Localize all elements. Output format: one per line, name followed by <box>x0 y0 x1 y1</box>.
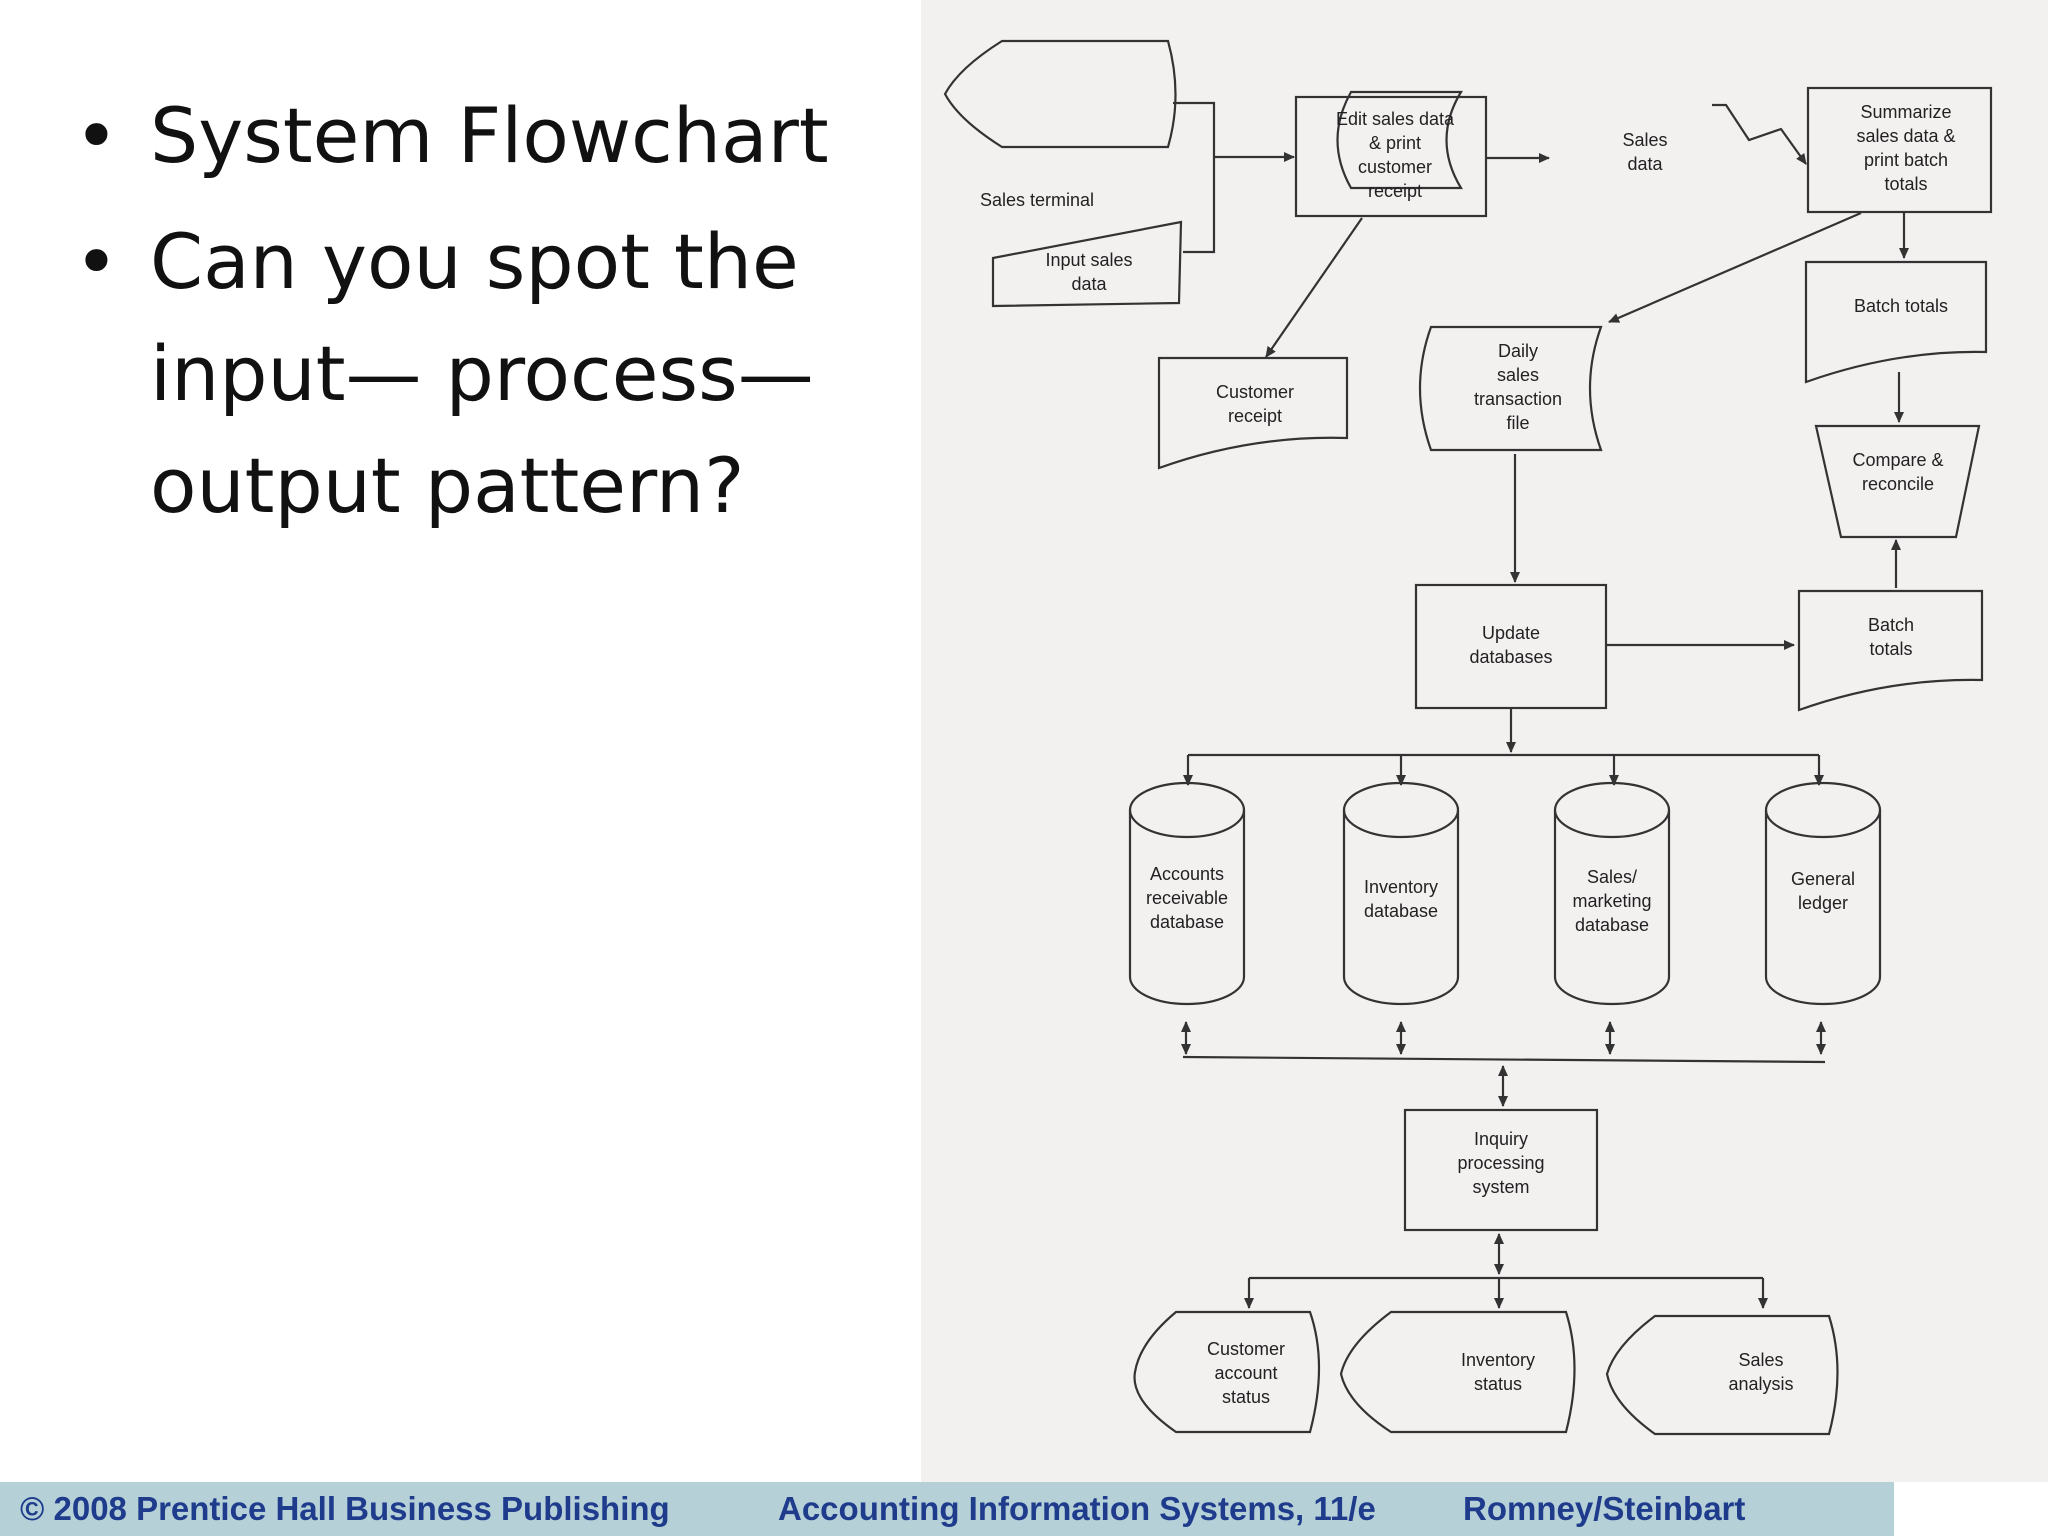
bullet-dot: • <box>74 217 119 306</box>
bullet-dot: • <box>74 91 119 180</box>
input-sales-data-shape <box>991 220 1183 308</box>
bullet-text: System Flowchart <box>150 91 829 180</box>
inventory-status-display <box>1339 1310 1576 1434</box>
batch-totals-doc-right <box>1797 589 1984 712</box>
sales-data-storage <box>1336 90 1463 190</box>
label-batch-totals-top: Batch totals <box>1854 296 1948 316</box>
footer-copyright: © 2008 Prentice Hall Business Publishing <box>20 1490 670 1527</box>
batch-totals-doc-top <box>1804 260 1988 384</box>
edit-sales-process <box>1294 95 1488 218</box>
customer-receipt-doc <box>1157 356 1349 470</box>
footer-authors: Romney/Steinbart <box>1463 1490 1746 1527</box>
footer-bar: © 2008 Prentice Hall Business Publishing… <box>0 1482 1894 1536</box>
flow-connectors <box>1173 101 1909 1309</box>
footer-right-blank <box>1894 1482 2048 1536</box>
label-sales-terminal: Sales terminal <box>980 190 1094 210</box>
bullet-text: Can you spot the input— process— output … <box>150 217 814 530</box>
inquiry-process <box>1403 1108 1599 1232</box>
bullet-item: • Can you spot the input— process— output… <box>70 206 910 542</box>
daily-sales-file <box>1418 325 1603 452</box>
compare-reconcile-shape <box>1814 424 1981 539</box>
footer-book-title: Accounting Information Systems, 11/e <box>778 1490 1376 1527</box>
summarize-process <box>1806 86 1993 214</box>
bullet-item: • System Flowchart <box>70 80 910 192</box>
label-compare: Compare &reconcile <box>1852 450 1943 494</box>
sales-terminal-display <box>943 39 1177 149</box>
bullet-list: • System Flowchart • Can you spot the inpu… <box>70 80 910 556</box>
sales-analysis-display <box>1605 1314 1839 1436</box>
customer-account-display <box>1133 1310 1321 1434</box>
